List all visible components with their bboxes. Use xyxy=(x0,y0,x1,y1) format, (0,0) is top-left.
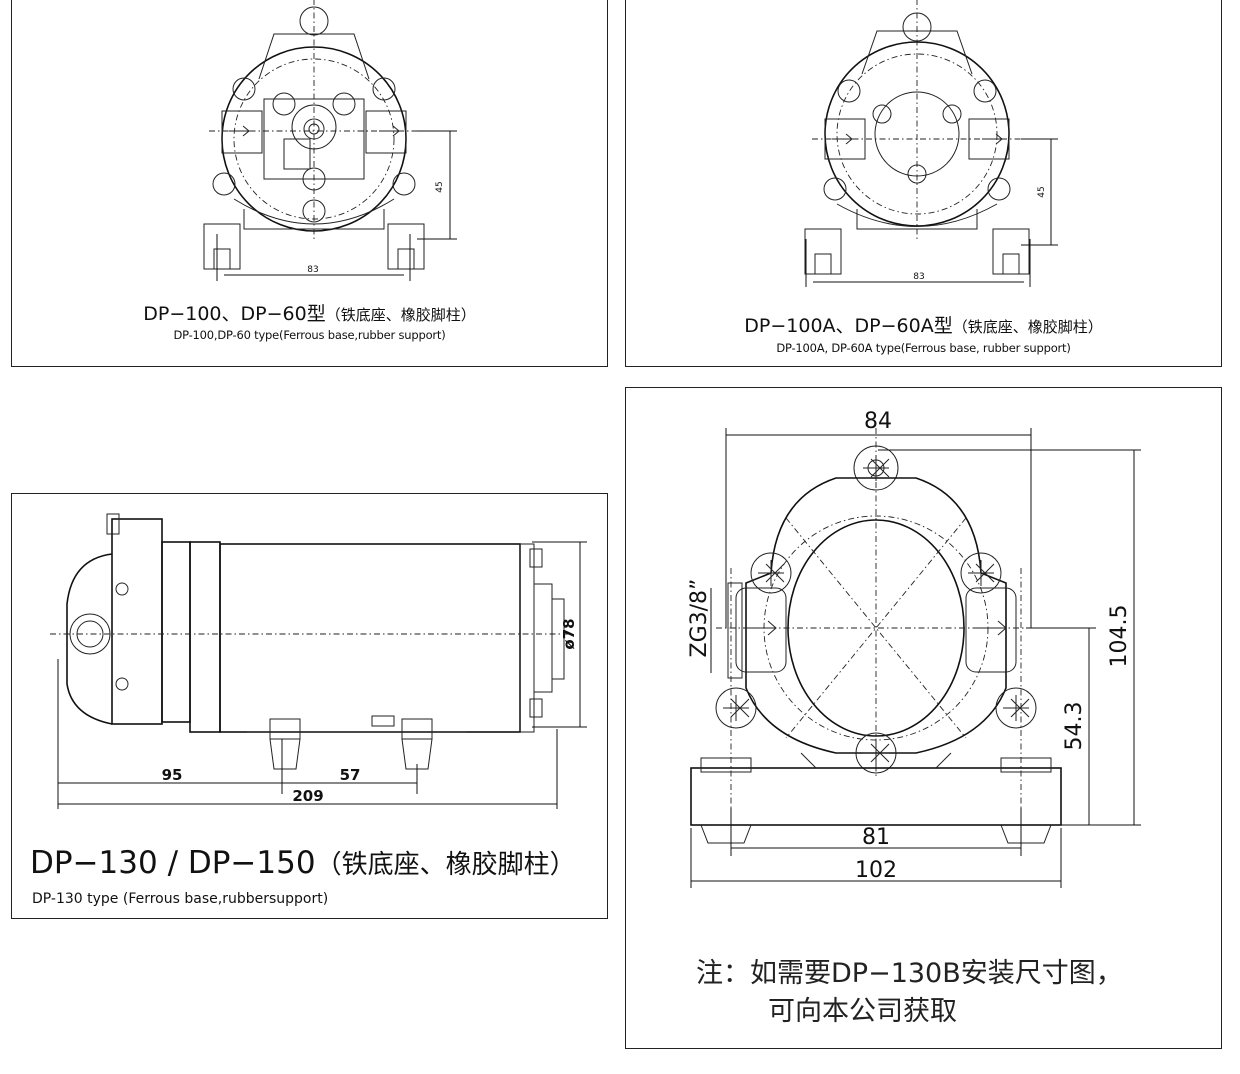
dim-width: 83 xyxy=(307,265,318,275)
panel-subtitle: DP-100A, DP-60A type(Ferrous base, rubbe… xyxy=(776,341,1071,355)
panel-subtitle: DP-100,DP-60 type(Ferrous base,rubber su… xyxy=(173,328,446,342)
drawing-panel-dp100: 83 45 DP−100、DP−60型（铁底座、橡胶脚柱） DP-100,DP-… xyxy=(11,0,608,367)
dim-95: 95 xyxy=(162,766,183,784)
panel-subtitle: DP-130 type (Ferrous base,rubbersupport) xyxy=(32,891,329,907)
model-suffix: （铁底座、橡胶脚柱） xyxy=(325,306,476,324)
dim-104-5: 104.5 xyxy=(1107,605,1132,668)
dim-57: 57 xyxy=(340,766,361,784)
dim-54-3: 54.3 xyxy=(1062,702,1087,751)
panel-title: DP−130 / DP−150（铁底座、橡胶脚柱） xyxy=(30,844,576,881)
model-name: DP−100A、DP−60A型 xyxy=(744,315,953,337)
pump-front-view-dp130: 84 104.5 54.3 81 102 ZG3/8” xyxy=(687,409,1141,888)
drawing-panel-dp130: 95 57 209 ø78 DP−130 / DP−150（铁底座、橡胶脚柱） … xyxy=(11,493,608,919)
dim-width: 83 xyxy=(913,272,924,282)
dim-84: 84 xyxy=(864,409,892,434)
model-name: DP−100、DP−60型 xyxy=(143,303,326,325)
dim-diameter: ø78 xyxy=(560,618,578,649)
panel-title: DP−100A、DP−60A型（铁底座、橡胶脚柱） xyxy=(626,311,1221,338)
pump-front-view-dp100a: 83 45 xyxy=(804,0,1058,287)
dim-209: 209 xyxy=(292,787,323,805)
install-note: 注：如需要DP−130B安装尺寸图， 可向本公司获取 xyxy=(696,955,1123,1031)
dim-81: 81 xyxy=(862,825,890,850)
model-name: DP−130 / DP−150 xyxy=(30,845,316,881)
dim-102: 102 xyxy=(855,858,897,883)
panel-title: DP−100、DP−60型（铁底座、橡胶脚柱） xyxy=(12,299,607,326)
pump-side-view-dp130: 95 57 209 ø78 xyxy=(50,513,587,809)
drawing-panel-dp130-front: 84 104.5 54.3 81 102 ZG3/8” 注：如需要DP−130B… xyxy=(625,387,1222,1049)
drawing-panel-dp100a: 83 45 DP−100A、DP−60A型（铁底座、橡胶脚柱） DP-100A,… xyxy=(625,0,1222,367)
note-line-1: 注：如需要DP−130B安装尺寸图， xyxy=(696,958,1123,989)
dim-thread: ZG3/8” xyxy=(687,579,712,658)
model-suffix: （铁底座、橡胶脚柱） xyxy=(315,850,576,880)
note-line-2: 可向本公司获取 xyxy=(768,996,957,1027)
dim-height: 45 xyxy=(1037,186,1047,197)
pump-front-view-dp100: 83 45 xyxy=(203,0,457,281)
dim-height: 45 xyxy=(435,181,445,192)
model-suffix: （铁底座、橡胶脚柱） xyxy=(952,318,1103,336)
